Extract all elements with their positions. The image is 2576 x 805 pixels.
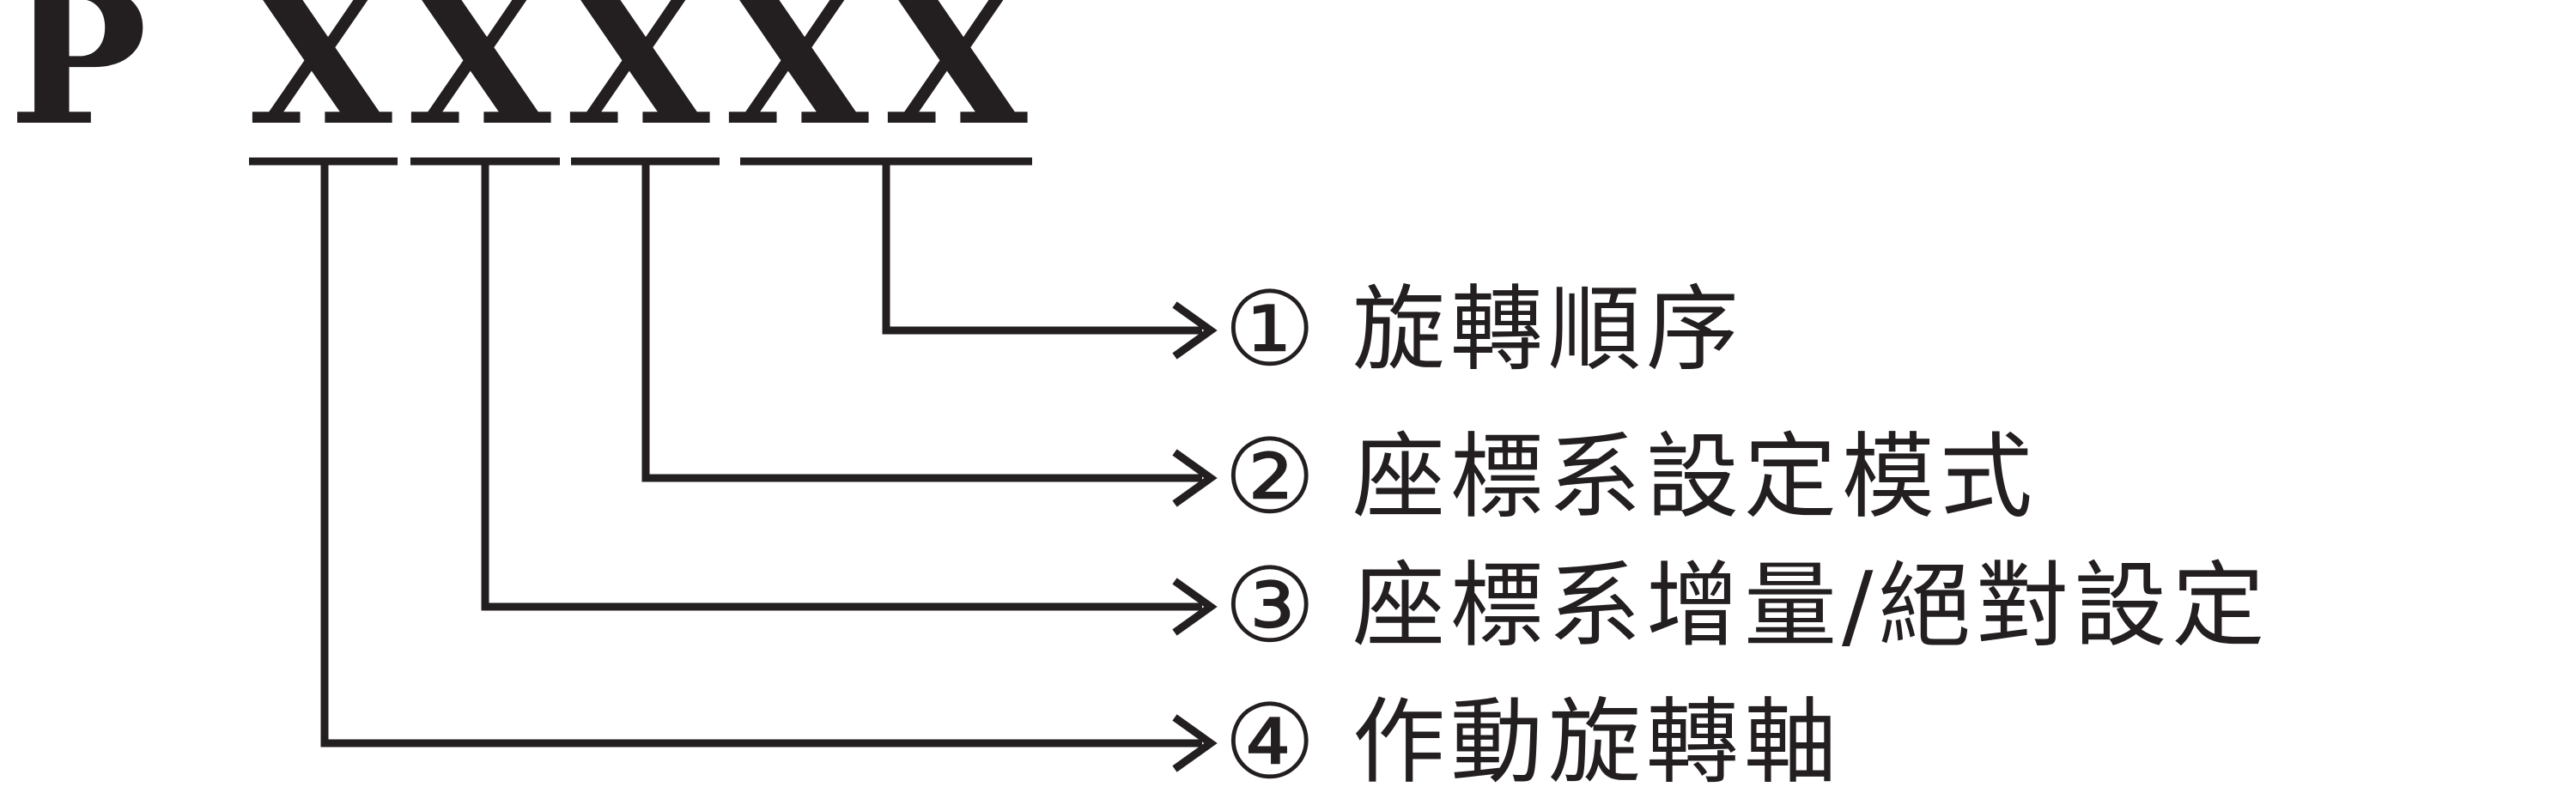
code-digit-4: X [726,0,869,166]
label-text-3: 座標系增量/絕對設定 [1352,553,2270,660]
arrowhead-1 [1172,301,1218,360]
connector-1 [882,161,1202,335]
label-active-rotation-axis: ④ 作動旋轉軸 [1224,683,1842,803]
connector-3 [481,161,1202,611]
arrowhead-3 [1172,578,1218,636]
arrowhead-4 [1172,714,1218,772]
code-digit-2: X [408,0,551,166]
label-text-2: 座標系設定模式 [1352,424,2038,531]
label-number-2: ② [1224,418,1316,537]
label-coordinate-mode: ② 座標系設定模式 [1224,418,2038,538]
label-rotation-order: ① 旋轉順序 [1224,270,1744,390]
arrowhead-2 [1172,449,1218,507]
code-digit-3: X [567,0,710,166]
label-text-4: 作動旋轉軸 [1352,689,1843,796]
label-incremental-absolute: ③ 座標系增量/絕對設定 [1224,547,2269,667]
label-number-3: ③ [1224,547,1316,666]
connector-2 [641,161,1202,482]
label-number-1: ① [1224,270,1316,390]
label-number-4: ④ [1224,683,1316,802]
code-digit-1: X [249,0,392,166]
label-text-1: 旋轉順序 [1352,276,1745,384]
code-prefix: P [9,0,148,166]
code-digit-5: X [884,0,1028,166]
connector-4 [320,161,1202,748]
